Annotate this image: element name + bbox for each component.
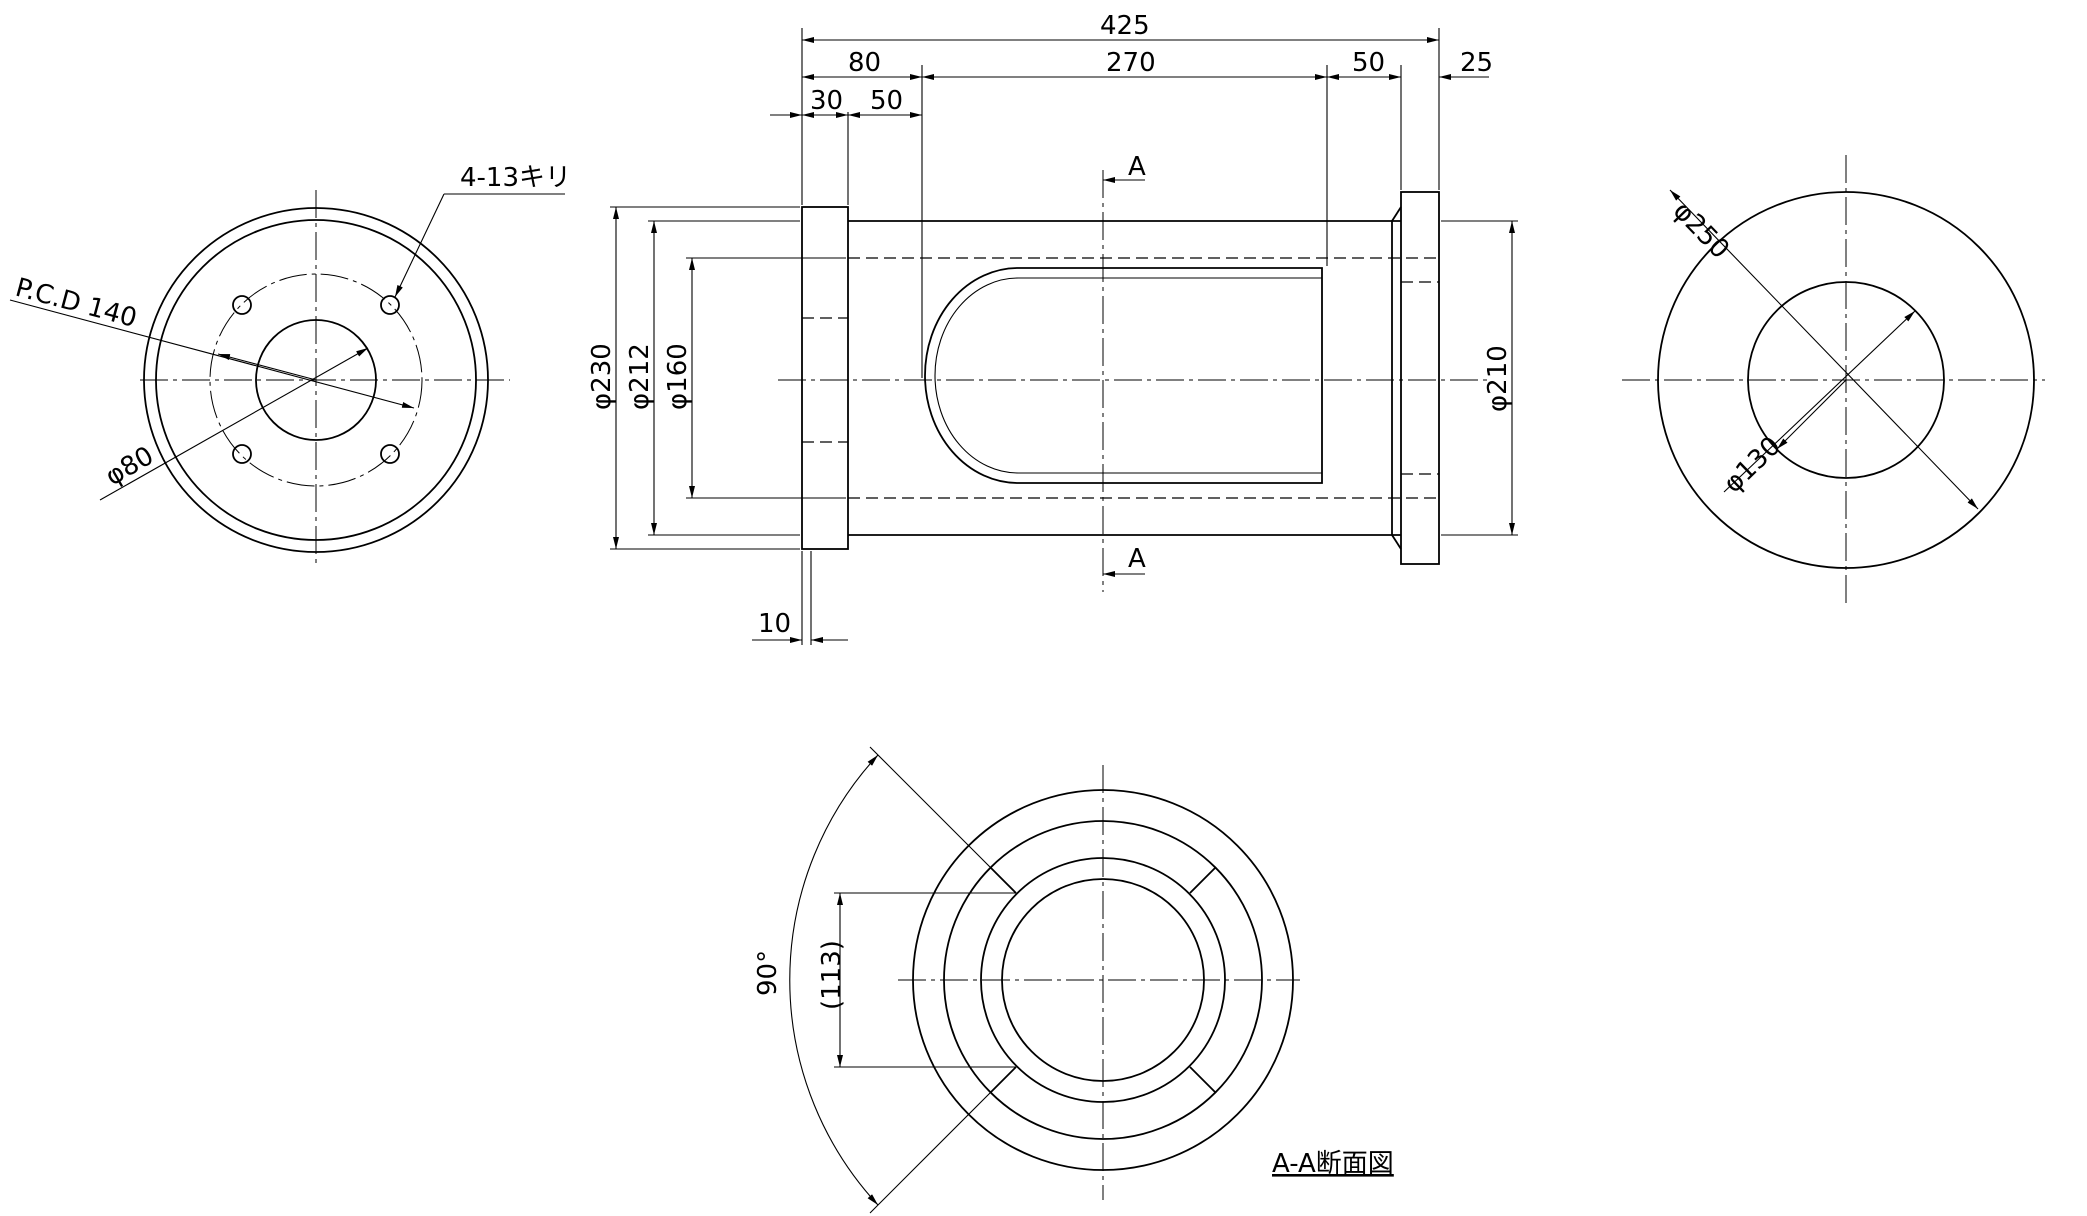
dia-130-label: φ130 [1718,431,1787,499]
dim-210: φ210 [1483,345,1513,412]
section-marker-bottom: A [1128,544,1146,574]
dim-113: (113) [817,940,847,1010]
front-view: A A 425 80 270 50 25 30 50 10 [587,11,1518,645]
slot-window-inner [934,277,1322,474]
pcd-label: P.C.D 140 [12,273,140,334]
right-chamfer-bottom [1391,534,1402,550]
left-flange-inner-circle [155,219,477,541]
section-outer-circle [912,789,1294,1171]
angle-ext-line [869,1092,991,1214]
section-rib [1189,1066,1217,1094]
right-chamfer-top [1391,206,1402,222]
dia-130-leader [1723,310,1916,493]
dim-25: 25 [1460,48,1493,78]
dim-425: 425 [1100,11,1150,41]
right-end-view: φ250 φ130 [1622,155,2045,605]
section-title: A-A断面図 [1272,1149,1394,1179]
bore-circle [255,319,377,441]
bolt-hole [232,444,252,464]
dim-212: φ212 [625,343,655,410]
bore-diameter-leader [99,347,369,501]
section-second-circle [943,820,1263,1140]
bore-diameter-label: φ80 [101,441,160,492]
right-flange [1400,191,1440,565]
bolt-holes [232,295,400,464]
angle-arc-90 [789,754,879,1206]
hole-callout-leader [394,193,445,298]
pcd-leader [9,299,415,409]
bolt-hole [232,295,252,315]
dia-130-leader-inner [1776,379,1847,450]
dim-30: 30 [810,86,843,116]
dim-80: 80 [848,48,881,78]
dim-50-left: 50 [870,86,903,116]
section-rib [989,866,1017,894]
bolt-hole [380,295,400,315]
angle-ext-line [869,746,991,868]
dim-270: 270 [1106,48,1156,78]
section-a-a-view: (113) 90° A-A断面図 [753,746,1394,1214]
section-bore-circle [1001,878,1205,1082]
angle-90-label: 90° [753,950,783,996]
section-marker-top: A [1128,152,1146,182]
pcd-leader-inner [217,353,317,381]
dim-230: φ230 [587,343,617,410]
dia-250-leader [1669,189,1979,510]
dim-50-right: 50 [1352,48,1385,78]
dia-250-label: φ250 [1667,196,1735,265]
section-third-circle [980,857,1226,1103]
pitch-circle [209,273,423,487]
left-flange-outer-circle [143,207,489,553]
section-rib [989,1066,1017,1094]
left-flange [801,206,849,550]
left-end-view: 4-13キリ P.C.D 140 φ80 [9,163,571,568]
dim-10: 10 [758,609,791,639]
slot-window-outer [924,267,1323,484]
hole-callout-label: 4-13キリ [460,163,571,193]
dim-160: φ160 [663,343,693,410]
section-rib [1189,866,1217,894]
bolt-hole [380,444,400,464]
